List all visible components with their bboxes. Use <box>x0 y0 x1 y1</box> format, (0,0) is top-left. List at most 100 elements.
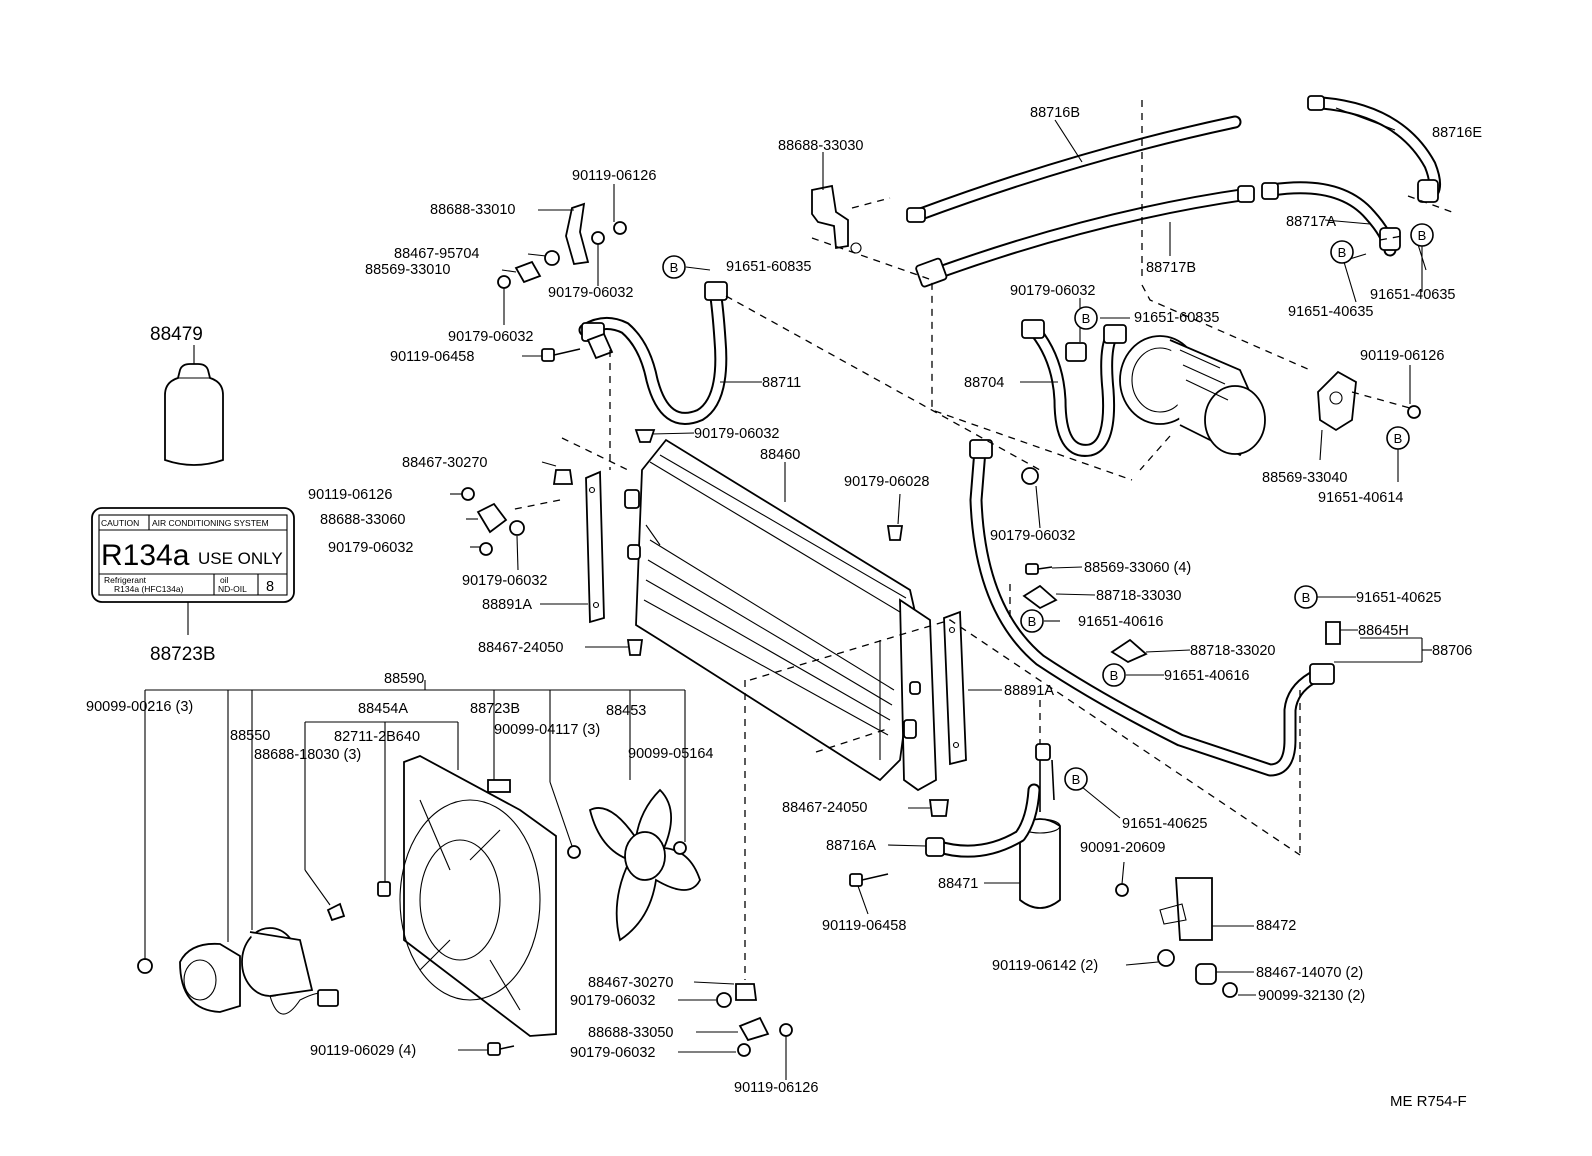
label-90119-06458-b: 90119-06458 <box>822 918 906 934</box>
label-88467-30270-a: 88467-30270 <box>402 455 487 471</box>
bolt-90119-06126-a <box>613 221 627 235</box>
label-88688-18030: 88688-18030 (3) <box>254 747 361 763</box>
label-91651-60835-a: 91651-60835 <box>726 259 811 275</box>
nut-90179-06032-e <box>479 542 493 556</box>
badge-b-9: B <box>1064 767 1088 791</box>
refrigerant-can <box>164 345 224 466</box>
bolt-90119-06458-b <box>849 873 889 887</box>
label-90119-06126-b: 90119-06126 <box>1360 348 1444 364</box>
bracket-88688-33030 <box>811 184 862 254</box>
bolt-90119-06126-c <box>461 487 475 501</box>
label-88688-33030: 88688-33030 <box>778 138 863 154</box>
label-90179-06028: 90179-06028 <box>844 474 929 490</box>
svg-text:B: B <box>1418 228 1427 243</box>
cushion-88467-30270-a <box>552 469 574 485</box>
label-88891A-b: 88891A <box>1004 683 1054 699</box>
label-88467-24050-a: 88467-24050 <box>478 640 563 656</box>
label-88590: 88590 <box>384 671 424 687</box>
label-88891A-a: 88891A <box>482 597 532 613</box>
label-88688-33060: 88688-33060 <box>320 512 405 528</box>
clamp-88467-95704 <box>544 250 560 266</box>
label-88467-95704: 88467-95704 <box>394 246 479 262</box>
label-90099-04117: 90099-04117 (3) <box>494 722 600 738</box>
nut-90179-06028 <box>886 525 904 541</box>
label-88569-33010: 88569-33010 <box>365 262 450 278</box>
nut-90099-05164 <box>673 841 687 855</box>
screw-90099-00216 <box>137 958 153 974</box>
label-88454A: 88454A <box>358 701 408 717</box>
label-90179-06032-d: 90179-06032 <box>694 426 779 442</box>
caution-r134a: R134a <box>101 539 190 572</box>
label-88688-33010: 88688-33010 <box>430 202 515 218</box>
label-88704: 88704 <box>964 375 1004 391</box>
clamp-88718-33030 <box>1022 584 1058 610</box>
compressor <box>1119 335 1266 457</box>
svg-text:B: B <box>1302 590 1311 605</box>
caution-system: AIR CONDITIONING SYSTEM <box>152 518 269 528</box>
clip-88688-18030 <box>326 902 346 922</box>
bracket-88688-33010 <box>565 202 590 266</box>
caution-label-plate: CAUTION AIR CONDITIONING SYSTEM R134a US… <box>91 507 295 603</box>
fan-blade-88453 <box>588 788 701 942</box>
label-91651-40625-a: 91651-40625 <box>1356 590 1441 606</box>
label-88717B: 88717B <box>1146 260 1196 276</box>
bolt-90119-06126-d <box>779 1023 793 1037</box>
label-90091-20609: 90091-20609 <box>1080 840 1165 856</box>
condenser-88460 <box>624 438 937 792</box>
cushion-88467-14070 <box>1195 963 1217 985</box>
nut-90179-06032-i <box>737 1043 751 1057</box>
label-88723B-b: 88723B <box>470 701 520 717</box>
label-91651-60835-b: 91651-60835 <box>1134 310 1219 326</box>
label-90179-06032-b: 90179-06032 <box>448 329 533 345</box>
nut-90179-06032-b <box>497 275 511 289</box>
label-88717A: 88717A <box>1286 214 1336 230</box>
motor-housing <box>179 942 241 1013</box>
label-88569-33060: 88569-33060 (4) <box>1084 560 1191 576</box>
label-88460: 88460 <box>760 447 800 463</box>
clip-82711-2B640 <box>377 881 391 897</box>
label-90099-00216: 90099-00216 (3) <box>86 699 193 715</box>
pressure-switch-88645H <box>1325 621 1341 645</box>
motor-88550 <box>241 927 339 1015</box>
label-90179-06032-h: 90179-06032 <box>570 993 655 1009</box>
label-91651-40635-a: 91651-40635 <box>1288 304 1373 320</box>
bracket-88569-33040 <box>1317 370 1357 432</box>
label-90099-32130: 90099-32130 (2) <box>1258 988 1365 1004</box>
cushion-88467-24050-a <box>626 639 644 656</box>
label-88467-14070: 88467-14070 (2) <box>1256 965 1363 981</box>
hose-88704 <box>1021 319 1127 457</box>
caution-refrigerant: Refrigerant <box>104 575 147 585</box>
nut-90099-04117 <box>567 845 581 859</box>
clamp-88718-33020 <box>1110 638 1148 664</box>
badge-b-7: B <box>1294 585 1318 609</box>
svg-text:B: B <box>1110 668 1119 683</box>
badge-b-2: B <box>1330 240 1354 264</box>
nut-90179-06032-g <box>1021 467 1039 485</box>
label-88723B-small <box>487 779 511 793</box>
support-88891A-left <box>585 470 605 624</box>
bolt-90119-06126-b <box>1407 405 1421 419</box>
label-90119-06458-a: 90119-06458 <box>390 349 474 365</box>
bracket-88472 <box>1159 877 1213 941</box>
label-88723B: 88723B <box>150 644 216 665</box>
label-90179-06032-f: 90179-06032 <box>462 573 547 589</box>
badge-b-4: B <box>1074 306 1098 330</box>
diagram-code: ME R754-F <box>1390 1093 1467 1110</box>
badge-b-3: B <box>1410 223 1434 247</box>
liquid-tube-88706 <box>969 439 1335 777</box>
leader-lines <box>144 107 1432 1080</box>
bracket-88688-33050 <box>738 1016 770 1042</box>
caution-word: CAUTION <box>101 518 139 528</box>
support-88891A-right <box>943 610 967 766</box>
svg-text:B: B <box>670 260 679 275</box>
label-88453: 88453 <box>606 703 646 719</box>
label-88716B: 88716B <box>1030 105 1080 121</box>
cushion-88467-24050-b <box>928 799 950 817</box>
nut-90179-06032-a <box>591 231 605 245</box>
label-88718-33020: 88718-33020 <box>1190 643 1275 659</box>
label-90179-06032-e: 90179-06032 <box>328 540 413 556</box>
label-88706: 88706 <box>1432 643 1472 659</box>
label-88645H: 88645H <box>1358 623 1409 639</box>
label-91651-40614: 91651-40614 <box>1318 490 1403 506</box>
